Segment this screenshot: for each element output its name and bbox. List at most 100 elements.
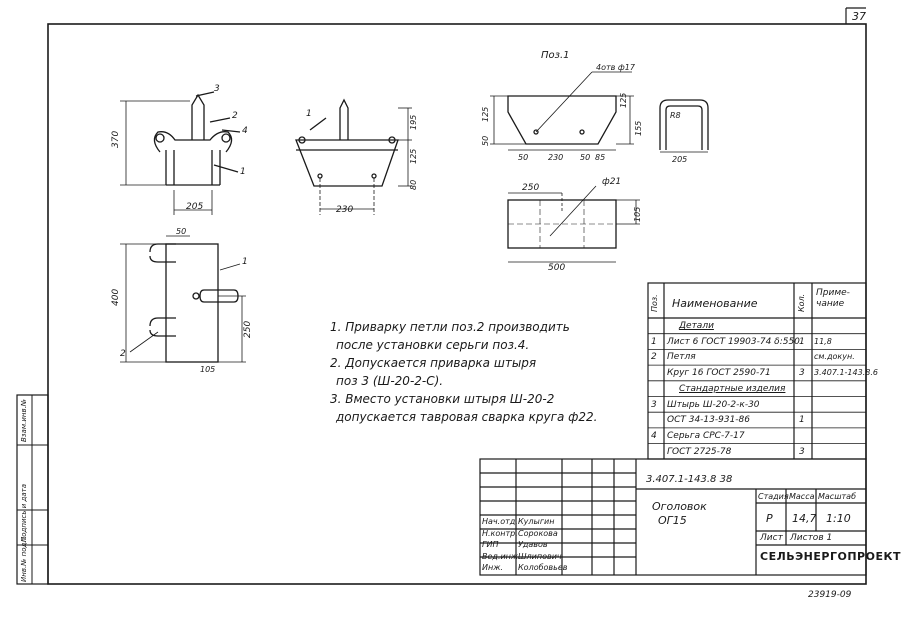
view-title: Поз.1	[541, 50, 570, 61]
spec-cell-name: ОСТ 34-13-931-86	[667, 415, 751, 426]
note-line: допускается тавровая сварка круга ф22.	[336, 410, 598, 424]
spec-cell-name: Стандартные изделия	[679, 383, 786, 394]
loop-width-dim: 205	[672, 155, 687, 164]
note-line: поз 3 (Ш-20-2-С).	[336, 374, 444, 388]
archive-number: 23919-09	[808, 590, 852, 600]
plate-d3-dim: 50	[580, 153, 590, 162]
spec-cell-qty: 1	[799, 415, 805, 426]
plan-top-dim: 50	[176, 227, 186, 236]
front-height-dim: 370	[111, 131, 121, 148]
sheets-label: Листов 1	[790, 533, 833, 543]
side-bot-dim: 80	[409, 180, 418, 190]
spec-cell-note: см.докун.	[814, 352, 855, 362]
doc-code: 3.407.1-143.8 38	[646, 474, 733, 485]
spec-cell-qty: 3	[799, 446, 805, 457]
product-name: Оголовок	[652, 500, 707, 513]
note-line: 1. Приварку петли поз.2 производить	[330, 320, 570, 334]
spec-cell-name: ГОСТ 2725-78	[667, 446, 732, 457]
title-block-grid	[479, 458, 867, 576]
loop-radius-dim: R8	[670, 111, 681, 120]
sheet-label: Лист	[760, 533, 783, 543]
side-top-dim: 195	[409, 115, 418, 130]
spec-cell-pos: 4	[651, 430, 657, 441]
organization-name: СЕЛЬЭНЕРГОПРОЕКТ	[760, 550, 901, 563]
signer-name: Сорокова	[518, 528, 558, 538]
front-view	[120, 91, 241, 215]
spec-header-note: Приме- чание	[816, 288, 850, 309]
side-stamp-inv: Инв.№ подл.	[20, 535, 28, 582]
note-line: 2. Допускается приварка штыря	[330, 356, 537, 370]
spec-header-qty: Кол.	[797, 293, 806, 312]
spec-cell-pos: 1	[651, 336, 657, 347]
plate-right-dim: 125	[619, 93, 628, 108]
page-number: 37	[852, 10, 866, 23]
spec-cell-note: 3.407.1-143.8.6	[814, 368, 878, 378]
bar-top-dim: 250	[522, 183, 539, 193]
side-label-1: 1	[306, 109, 312, 119]
plan-label-1: 1	[242, 257, 248, 267]
signer-role: ГИП	[482, 540, 499, 550]
plate-view	[490, 71, 634, 151]
bar-dia-dim: ф21	[602, 177, 621, 187]
signer-role: Вед.инж.	[482, 551, 521, 561]
note-line: после установки серьги поз.4.	[336, 338, 530, 352]
signer-role: Инж.	[482, 563, 503, 573]
side-stamp-sign: Подпись и дата	[20, 484, 28, 542]
plan-mid-dim: 400	[111, 289, 121, 306]
drawing-sheet: 370 205 3 2 4 1 1 195 125 80 230 Поз.1	[16, 7, 900, 600]
plan-view	[120, 235, 246, 363]
spec-cell-pos: 2	[651, 352, 657, 363]
front-label-1: 1	[240, 167, 246, 177]
spec-cell-pos: 3	[651, 399, 657, 410]
plate-d1-dim: 50	[518, 153, 528, 162]
note-line: 3. Вместо установки штыря Ш-20-2	[330, 392, 555, 406]
plate-h3-dim: 155	[634, 121, 643, 136]
spec-cell-name: Круг 16 ГОСТ 2590-71	[667, 368, 771, 379]
front-label-3: 3	[214, 84, 220, 94]
front-label-4: 4	[242, 126, 248, 136]
plate-h1-dim: 125	[481, 107, 490, 122]
mass-value: 14,7	[792, 512, 817, 525]
front-label-2: 2	[232, 111, 238, 121]
stage-value: Р	[766, 512, 773, 525]
bar-h-dim: 105	[633, 207, 642, 222]
loop-view	[659, 99, 709, 153]
plan-label-2: 2	[120, 349, 126, 359]
plate-h2-dim: 50	[481, 136, 490, 146]
spec-cell-name: Петля	[667, 352, 696, 363]
signer-role: Н.контр.	[482, 528, 518, 538]
spec-cell-name: Серьга СРС-7-17	[667, 430, 745, 441]
spec-header-pos: Поз.	[650, 294, 659, 312]
plate-d2-dim: 230	[548, 153, 563, 162]
mass-header: Масса	[789, 492, 815, 501]
bar-length-dim: 500	[548, 263, 565, 273]
spec-cell-name: Детали	[679, 321, 714, 331]
technical-drawing: 370 205 3 2 4 1 1 195 125 80 230 Поз.1	[16, 7, 867, 585]
plan-right-dim: 250	[243, 321, 253, 338]
spec-header-name: Наименование	[672, 297, 758, 310]
spec-cell-qty: 3	[799, 368, 805, 379]
signer-name: Кулыгин	[518, 517, 555, 526]
bar-view	[507, 185, 640, 263]
spec-cell-name: Штырь Ш-20-2-к-30	[667, 399, 760, 410]
side-width-dim: 230	[336, 205, 353, 215]
side-view	[295, 98, 412, 215]
plan-bot-dim: 105	[200, 365, 215, 374]
spec-cell-note: 11,8	[814, 336, 832, 346]
side-mid-dim: 125	[409, 149, 418, 164]
scale-header: Масштаб	[818, 492, 857, 501]
signer-role: Нач.отд.	[482, 517, 518, 526]
spec-cell-name: Лист 6 ГОСТ 19903-74 δ:550	[667, 336, 800, 347]
side-stamp-replace: Взам.инв.№	[20, 398, 28, 442]
notes: 1. Приварку петли поз.2 производить посл…	[330, 318, 630, 426]
signer-name: Удавов	[518, 540, 548, 550]
front-width-dim: 205	[186, 202, 203, 212]
signer-name: Шлипович	[518, 551, 562, 561]
signer-name: Колобовьев	[518, 563, 568, 573]
scale-value: 1:10	[826, 512, 851, 525]
spec-cell-qty: 1	[799, 336, 805, 347]
plate-hole-dim: 4отв ф17	[596, 63, 636, 72]
plate-d4-dim: 85	[595, 153, 605, 162]
stage-header: Стадия	[758, 492, 789, 501]
product-code: ОГ15	[658, 514, 687, 527]
